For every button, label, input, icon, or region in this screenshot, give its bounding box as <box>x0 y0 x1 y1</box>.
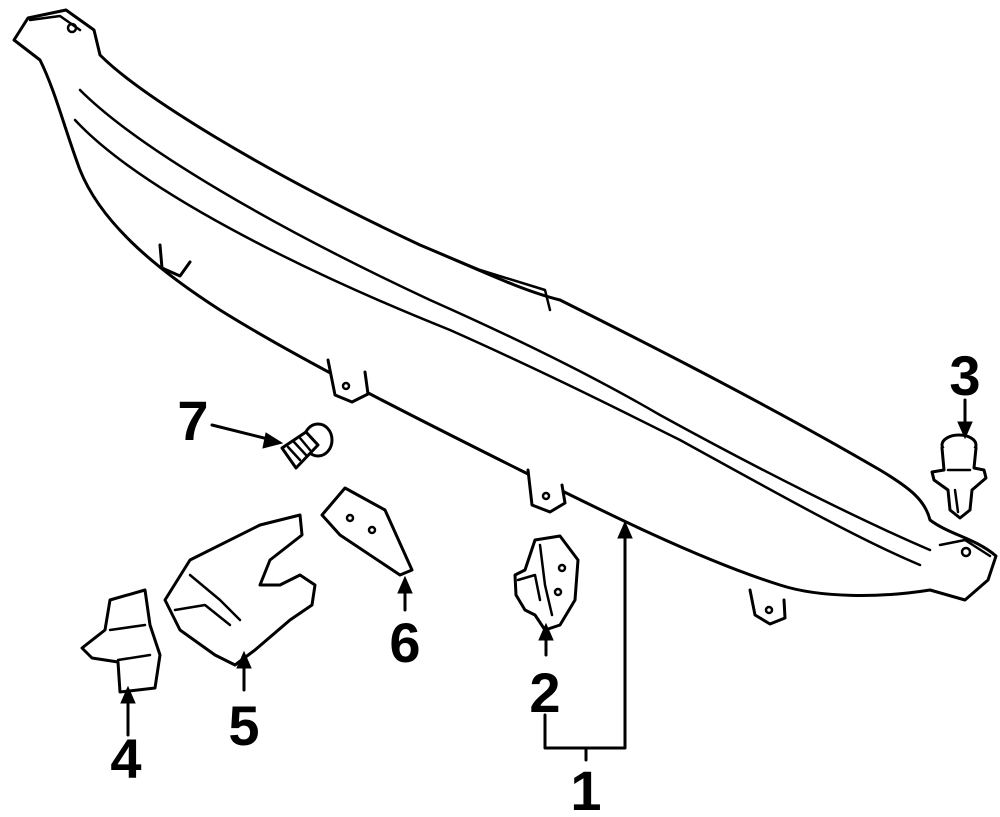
leader-4 <box>120 685 136 737</box>
part-3-push-clip <box>930 433 988 520</box>
callout-6: 6 <box>389 611 420 674</box>
callout-5: 5 <box>228 694 259 757</box>
callout-2: 2 <box>529 661 560 724</box>
leader-5 <box>236 650 252 692</box>
part-7-screw <box>280 422 334 470</box>
leader-6 <box>397 575 413 612</box>
part-2-clip <box>513 534 580 632</box>
callout-7: 7 <box>177 389 208 452</box>
leader-1 <box>543 520 633 762</box>
leader-3 <box>957 398 973 440</box>
part-1-grille-panel <box>12 8 998 626</box>
part-6-plate <box>320 486 414 577</box>
part-5-deflector <box>163 513 317 667</box>
callout-4: 4 <box>110 727 141 790</box>
leader-2 <box>538 622 554 657</box>
leader-7 <box>210 423 284 449</box>
part-4-bracket <box>80 588 162 694</box>
callout-1: 1 <box>570 759 601 817</box>
callout-3: 3 <box>949 344 980 407</box>
